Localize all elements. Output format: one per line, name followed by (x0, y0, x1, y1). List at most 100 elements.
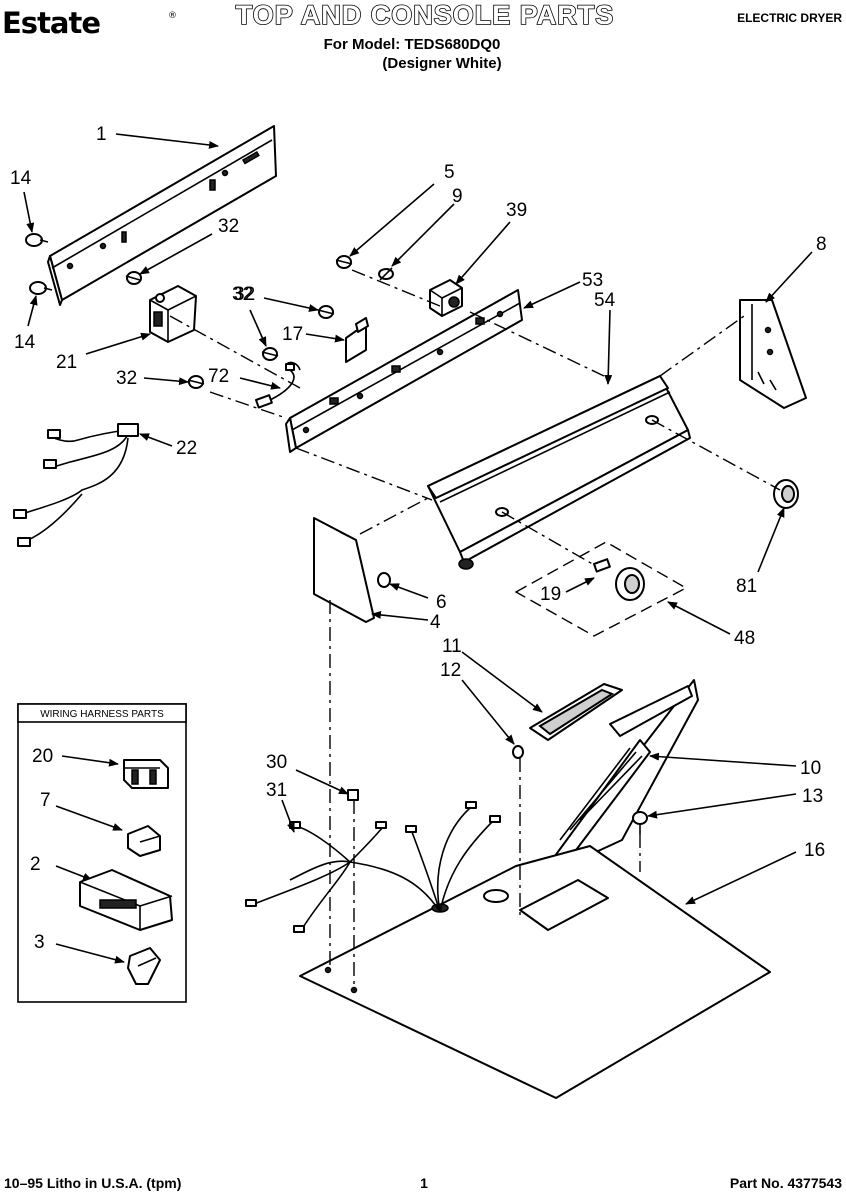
part-32-screw-a (125, 271, 142, 285)
leader-13 (647, 793, 797, 819)
callout-32-b: 32 (232, 284, 253, 305)
leader-1 (115, 133, 219, 149)
callout-10: 10 (800, 758, 821, 779)
leader-20 (61, 755, 119, 767)
leader-32-c (249, 309, 267, 347)
part-30-clip (347, 789, 359, 801)
part-3-clip (127, 947, 161, 985)
callout-14-upper: 14 (10, 168, 32, 189)
alignment-line (659, 315, 745, 377)
leader-7 (55, 805, 123, 831)
leader-17 (305, 333, 345, 343)
leader-16 (685, 851, 797, 905)
appliance-type: ELECTRIC DRYER (737, 11, 842, 25)
part-9-clip (378, 267, 394, 281)
leader-30 (295, 769, 349, 795)
wiring-label-2: 2 (30, 854, 41, 875)
part-54-console (427, 375, 691, 570)
part-21-timer (149, 285, 197, 343)
part-32-screw-c (261, 347, 279, 361)
leader-14-lower (27, 295, 38, 327)
callout-19: 19 (540, 584, 561, 605)
alignment-line (501, 511, 597, 567)
part-81-knob (773, 479, 799, 509)
alignment-line (351, 269, 441, 307)
part-6-screw (377, 572, 391, 588)
page-title: TOP AND CONSOLE PARTS (236, 0, 615, 30)
leader-21 (85, 332, 151, 355)
leader-14-upper (23, 191, 35, 233)
leader-5 (349, 183, 435, 257)
callout-48: 48 (734, 628, 755, 649)
leader-32-a (139, 233, 213, 275)
callout-1: 1 (96, 124, 107, 145)
leader-4 (371, 610, 429, 621)
leader-9 (391, 203, 455, 267)
part-53-console-bracket (285, 289, 523, 453)
wiring-box-title: WIRING HARNESS PARTS (40, 709, 164, 720)
part-14-screw-upper (25, 233, 49, 247)
leader-6 (389, 583, 429, 599)
color-line: (Designer White) (382, 55, 501, 72)
part-39-switch (429, 279, 463, 317)
part-12-clip (512, 745, 524, 759)
leader-2 (55, 865, 93, 881)
part-13-screw (632, 811, 648, 834)
part-16-top (299, 845, 771, 1099)
leader-39 (455, 221, 511, 285)
part-11-panel (529, 683, 623, 741)
part-4-end-cap (313, 517, 375, 623)
alignment-line (169, 315, 301, 389)
part-2-terminal-block (79, 869, 173, 931)
part-8-end-cap (739, 299, 807, 409)
part-48-knob (615, 567, 645, 601)
callout-32-d: 32 (116, 368, 137, 389)
brand-logo: Estate (2, 6, 100, 40)
alignment-line (295, 447, 433, 501)
callout-53: 53 (582, 270, 603, 291)
leader-3 (55, 943, 125, 964)
page-number: 1 (420, 1175, 428, 1191)
callout-39: 39 (506, 200, 527, 221)
callout-8: 8 (816, 234, 827, 255)
part-1-rear-bracket (47, 125, 277, 306)
part-32-screw-d (187, 375, 205, 389)
callout-30: 30 (266, 752, 287, 773)
leader-19 (565, 577, 595, 593)
callout-5: 5 (444, 162, 455, 183)
leader-32-d (143, 377, 189, 386)
callout-4: 4 (430, 612, 441, 633)
callout-9: 9 (452, 186, 463, 207)
part-31-main-harness (245, 801, 501, 933)
callout-16: 16 (804, 840, 825, 861)
model-line: For Model: TEDS680DQ0 (324, 36, 501, 53)
callout-31: 31 (266, 780, 287, 801)
callout-22: 22 (176, 438, 197, 459)
leader-8 (765, 251, 813, 303)
alignment-line (469, 311, 605, 377)
leader-10 (649, 752, 797, 767)
leader-22 (139, 433, 173, 447)
callout-13: 13 (802, 786, 823, 807)
part-32-screw-b (317, 305, 335, 319)
leader-54 (604, 309, 613, 385)
callout-32-c: 32 (234, 284, 255, 305)
leader-53 (523, 281, 581, 309)
wiring-label-3: 3 (34, 932, 45, 953)
leader-12 (461, 679, 515, 745)
part-19-knob-insert (593, 558, 611, 573)
alignment-line (359, 497, 429, 535)
callout-72: 72 (208, 366, 229, 387)
wiring-harness-parts-box: WIRING HARNESS PARTS 20 7 2 3 (17, 703, 187, 1003)
leader-72 (239, 377, 281, 390)
callout-12: 12 (440, 660, 461, 681)
leader-11 (461, 651, 543, 713)
wiring-label-20: 20 (32, 746, 53, 767)
leader-81 (757, 507, 785, 573)
leader-32-b (263, 297, 319, 312)
wiring-label-7: 7 (40, 790, 51, 811)
callout-32-a: 32 (218, 216, 239, 237)
part-20-connector (123, 759, 169, 789)
part-48-group-outline (514, 541, 688, 637)
